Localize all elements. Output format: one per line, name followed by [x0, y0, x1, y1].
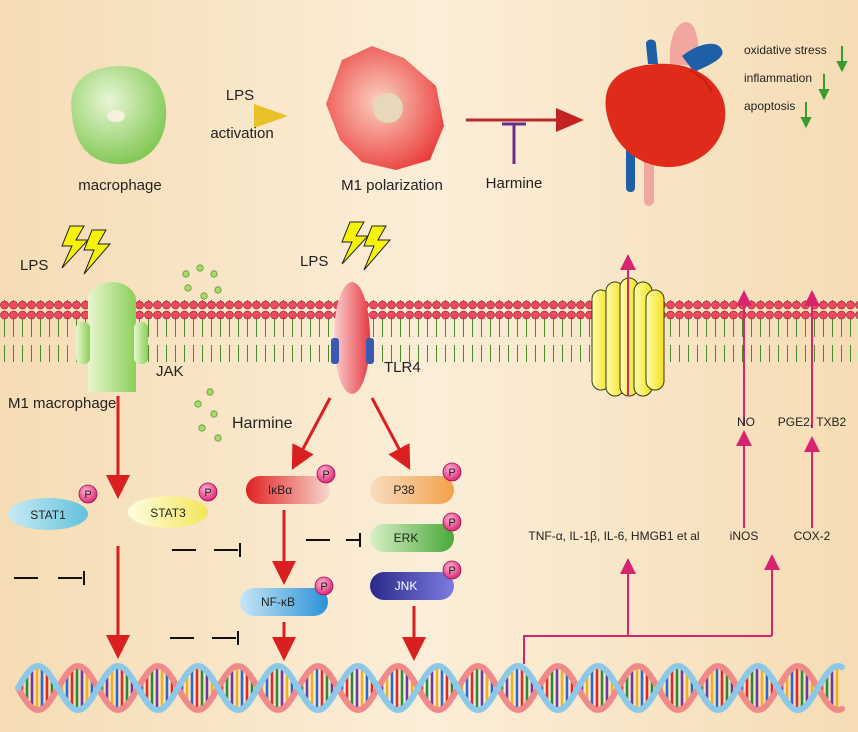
harmine-inhibition — [502, 122, 526, 164]
p38-molecule — [370, 476, 454, 504]
no-label: NO — [737, 415, 755, 429]
phospho-jnk: P — [442, 560, 462, 580]
tlr4-label: TLR4 — [384, 359, 421, 376]
tlr4-receptor — [331, 282, 374, 394]
phospho-label: P — [448, 565, 455, 577]
pink-output-arrows — [523, 270, 813, 664]
outcome-oxidative-stress: oxidative stress — [744, 43, 827, 57]
m1-polarization-label: M1 polarization — [341, 177, 443, 194]
stat3-label: STAT3 — [150, 506, 186, 520]
stat1-molecule — [8, 498, 88, 530]
macrophage-cell — [71, 66, 167, 165]
outcomes-list: oxidative stress inflammation apoptosis — [744, 43, 848, 129]
erk-label: ERK — [394, 531, 419, 545]
phospho-label: P — [322, 469, 329, 481]
phospho-label: P — [448, 467, 455, 479]
decrease-arrows — [800, 46, 848, 129]
phospho-stat3: P — [198, 482, 218, 502]
lps-top-label: LPS — [226, 87, 254, 104]
phospho-label: P — [448, 517, 455, 529]
lps-left-label: LPS — [20, 257, 48, 274]
phospho-stat1: P — [78, 484, 98, 504]
dna-helix — [15, 662, 845, 714]
phospho-erk: P — [442, 512, 462, 532]
harmine-dots-lower — [194, 388, 222, 442]
phospho-label: P — [84, 489, 91, 501]
jak-receptor — [76, 282, 148, 392]
nfkb-label: NF-κB — [261, 595, 295, 609]
inos-label: iNOS — [730, 529, 759, 543]
polarization-arrow — [466, 108, 584, 132]
phospho-ikba: P — [316, 464, 336, 484]
jnk-molecule — [370, 572, 454, 600]
m1-polarized-cell — [326, 46, 444, 170]
phospho-nfkb: P — [314, 576, 334, 596]
activation-label: activation — [210, 125, 273, 142]
stat1-label: STAT1 — [30, 508, 66, 522]
cytokines-label: TNF-α, IL-1β, IL-6, HMGB1 et al — [528, 529, 699, 543]
outcome-apoptosis: apoptosis — [744, 99, 795, 113]
harmine-mid-label: Harmine — [232, 415, 293, 432]
harmine-dots-upper — [182, 264, 222, 300]
p38-label: P38 — [393, 483, 415, 497]
outcome-inflammation: inflammation — [744, 71, 812, 85]
ikba-molecule — [246, 476, 330, 504]
pink-arrowheads — [620, 254, 820, 574]
phospho-label: P — [204, 487, 211, 499]
ikba-label: IκBα — [268, 483, 292, 497]
cox2-label: COX-2 — [794, 529, 831, 543]
heart-icon — [605, 22, 726, 206]
macrophage-label: macrophage — [78, 177, 161, 194]
lps-center-label: LPS — [300, 253, 328, 270]
inhibition-bars — [14, 533, 361, 645]
jnk-label: JNK — [395, 579, 418, 593]
phospho-p38: P — [442, 462, 462, 482]
phospho-label: P — [320, 581, 327, 593]
m1-macrophage-label: M1 macrophage — [8, 395, 116, 412]
nfkb-molecule — [240, 588, 328, 616]
lightning-left-icon — [61, 225, 112, 275]
pge2-label: PGE2, TXB2 — [778, 415, 847, 429]
jak-label: JAK — [156, 363, 184, 380]
erk-molecule — [370, 524, 454, 552]
harmine-top-label: Harmine — [486, 175, 543, 192]
stat3-molecule — [128, 496, 208, 528]
red-signal-arrows — [106, 396, 426, 661]
activation-arrow — [186, 104, 288, 128]
lightning-center-icon — [341, 221, 392, 271]
